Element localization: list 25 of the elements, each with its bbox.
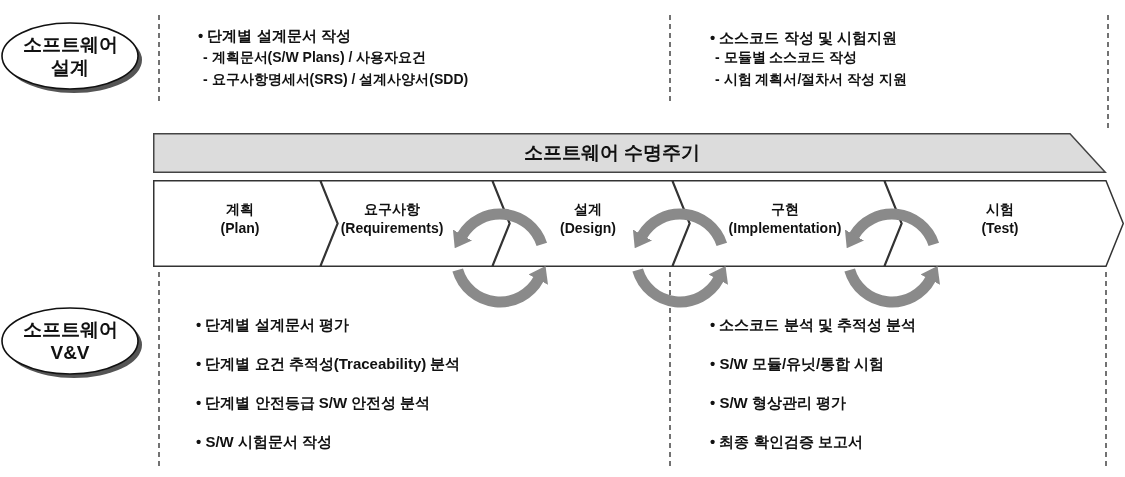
- phase-title: 요구사항 (Requirements): [340, 200, 444, 238]
- bullet-text: • 단계별 설계문서 평가: [196, 314, 349, 334]
- phase-title: 계획 (Plan): [220, 200, 260, 238]
- bullet-text: • 단계별 설계문서 작성: [198, 25, 351, 45]
- dash-text: - 요구사항명세서(SRS) / 설계사양서(SDD): [203, 70, 469, 88]
- bullet-text: • 소스코드 분석 및 추적성 분석: [710, 314, 917, 334]
- phase-title: 시험 (Test): [981, 200, 1019, 238]
- phase-box: [884, 180, 1124, 267]
- dash-text: - 계획문서(S/W Plans) / 사용자요건: [203, 48, 427, 66]
- bullet-text: • S/W 시험문서 작성: [196, 431, 333, 451]
- phase-box: [153, 180, 338, 267]
- dash-text: - 시험 계획서/절차서 작성 지원: [715, 70, 908, 88]
- banner-title: 소프트웨어 수명주기: [523, 142, 701, 164]
- phase-title: 구현 (Implementation): [728, 200, 842, 238]
- bullet-text: • 소스코드 작성 및 시험지원: [710, 27, 897, 47]
- oval-title: 소프트웨어 설계: [22, 33, 118, 79]
- dash-text: - 모듈별 소스코드 작성: [715, 48, 858, 66]
- bullet-text: • 최종 확인검증 보고서: [710, 431, 863, 451]
- lifecycle-banner: [153, 133, 1106, 173]
- bullet-text: • 단계별 요건 추적성(Traceability) 분석: [196, 353, 461, 373]
- bullet-text: • S/W 형상관리 평가: [710, 392, 847, 412]
- bullet-text: • S/W 모듈/유닛/통합 시험: [710, 353, 885, 373]
- oval-title: 소프트웨어 V&V: [22, 318, 118, 364]
- phase-title: 설계 (Design): [560, 200, 616, 238]
- bullet-text: • 단계별 안전등급 S/W 안전성 분석: [196, 392, 431, 412]
